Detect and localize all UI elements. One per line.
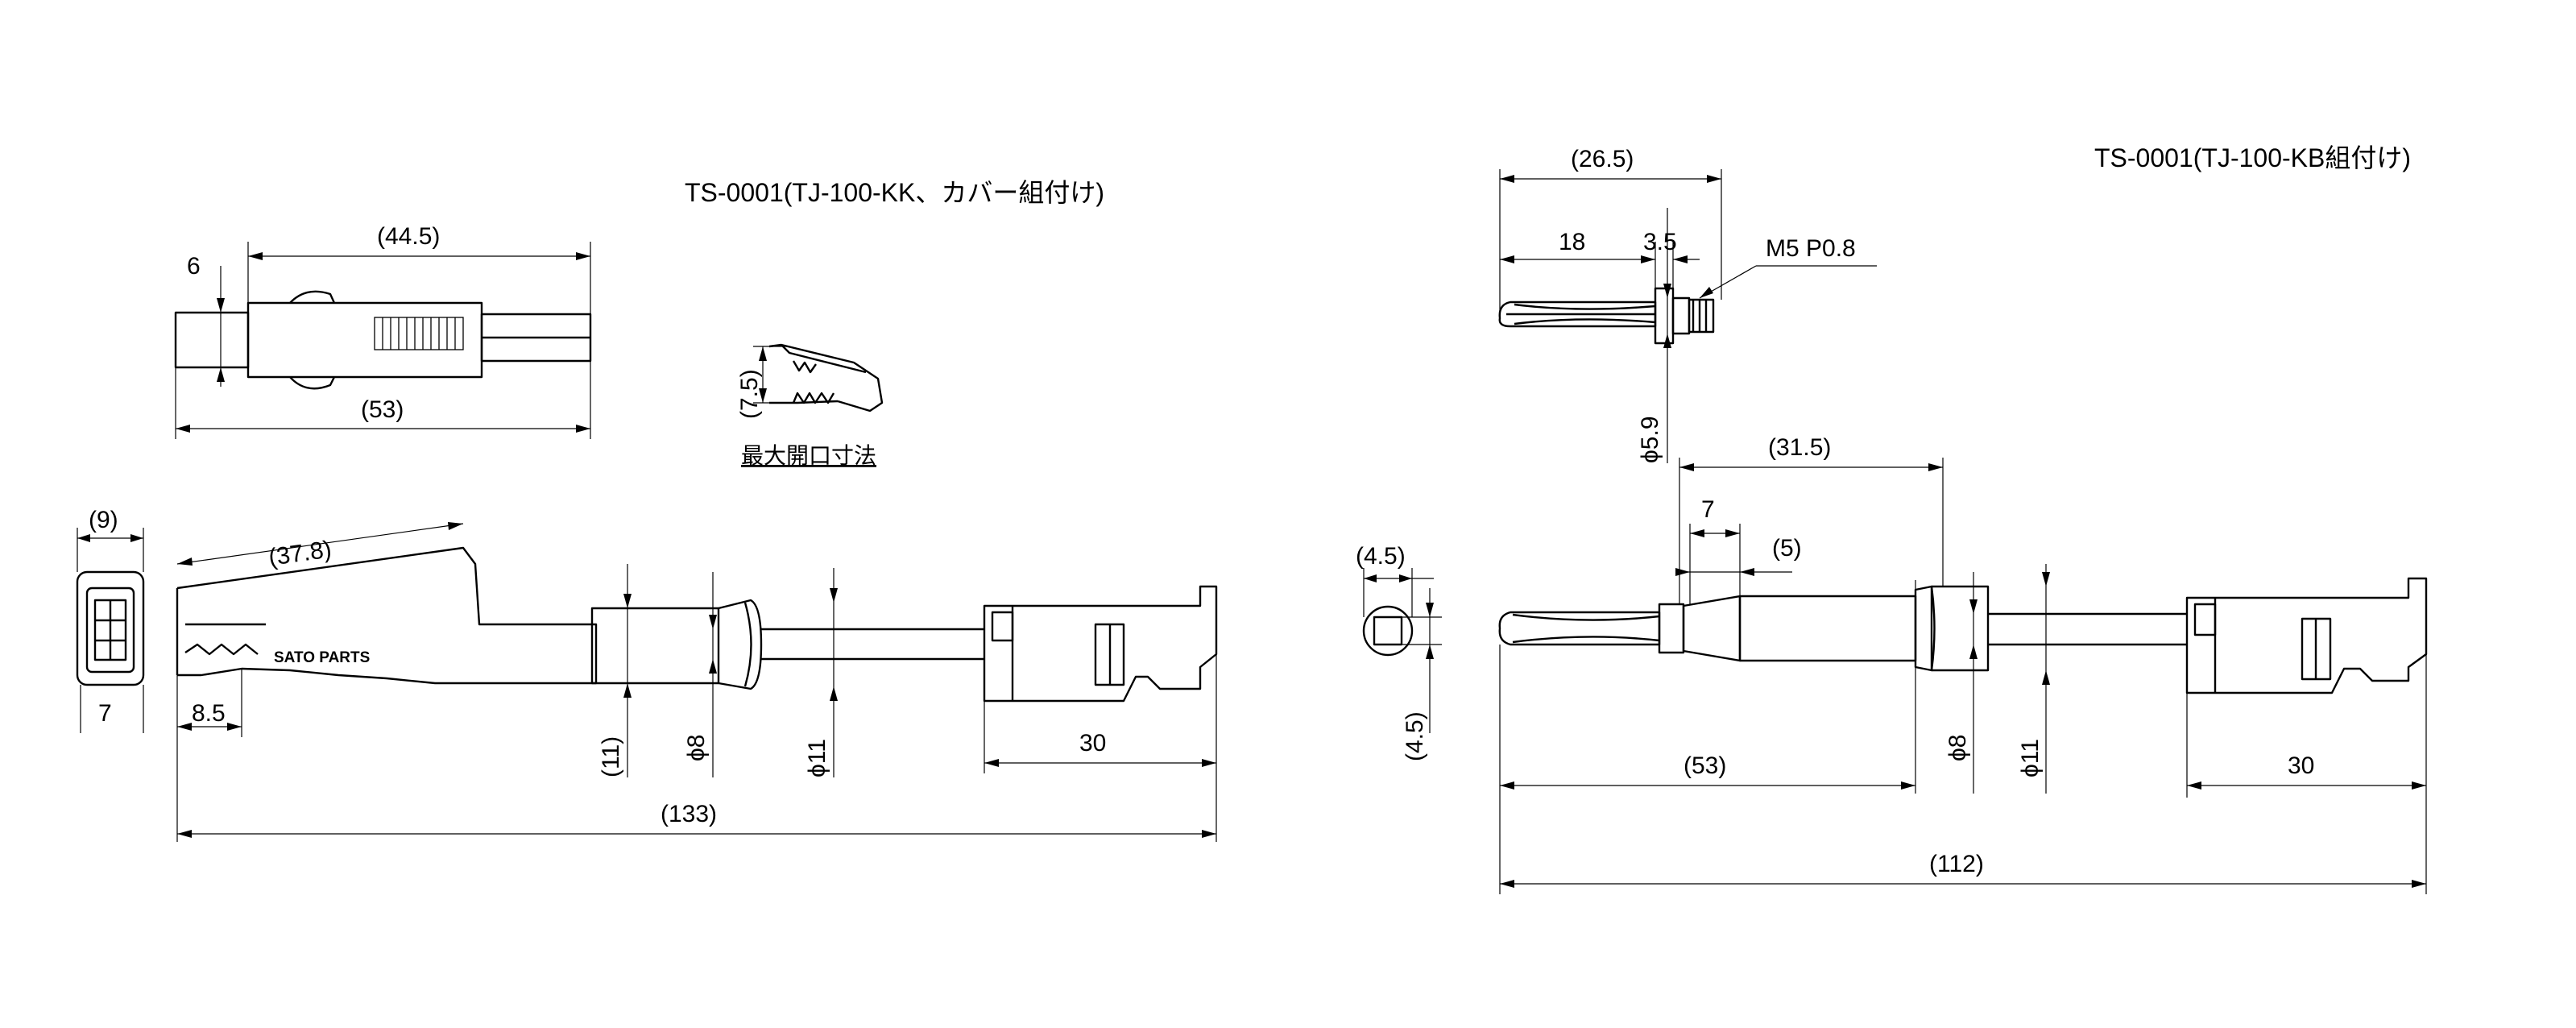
dim-collar-dia: ϕ5.9 — [1637, 416, 1663, 463]
dim-plug-end-height: (4.5) — [1402, 711, 1428, 761]
dim-boot-dia-right: ϕ11 — [2017, 739, 2044, 777]
jaw-opening-detail — [768, 343, 884, 412]
dim-overall-right: (112) — [1929, 851, 1984, 877]
title-left: TS-0001(TJ-100-KK、カバー組付け) — [685, 178, 1104, 207]
dim-cover-dia: (11) — [598, 736, 624, 777]
dim-end-height: 7 — [98, 700, 112, 727]
thread-note: M5 P0.8 — [1766, 235, 1856, 262]
banana-side-view — [1498, 577, 2428, 694]
dim-clip-length: (37.8) — [267, 536, 333, 571]
dim-cable-dia-right: ϕ8 — [1944, 735, 1971, 762]
dim-body-length: (31.5) — [1768, 434, 1831, 461]
clip-end-view — [76, 570, 145, 686]
clip-grip-pattern — [374, 317, 464, 350]
banana-plug-detail — [1498, 287, 1715, 345]
brand-label: SATO PARTS — [274, 649, 370, 666]
dim-plug-length: 30 — [1079, 730, 1106, 756]
dim-jaw-offset: 8.5 — [192, 700, 226, 727]
title-right: TS-0001(TJ-100-KB組付け) — [2094, 143, 2411, 172]
clip-side-view — [176, 546, 1218, 703]
dim-top-thickness: 6 — [187, 253, 201, 280]
dim-opening: (7.5) — [736, 369, 763, 419]
dim-cable-dia: ϕ8 — [683, 735, 710, 762]
dim-plug-length-right: 30 — [2288, 752, 2314, 779]
dim-boot-dia: ϕ11 — [804, 739, 830, 777]
dim-top-length: (44.5) — [377, 223, 440, 250]
dim-collar-width: 3.5 — [1643, 229, 1677, 255]
dim-step-length: 7 — [1701, 496, 1715, 523]
dim-overall-left: (133) — [661, 801, 717, 827]
dim-pin-length: 18 — [1559, 229, 1585, 255]
dim-end-width: (9) — [89, 507, 118, 533]
dim-step-offset: (5) — [1772, 535, 1802, 562]
max-opening-label: 最大開口寸法 — [741, 443, 876, 468]
plug-end-view — [1362, 605, 1414, 657]
dim-pin-to-boot: (53) — [1684, 752, 1726, 779]
dims-side-right — [1499, 458, 2427, 894]
dims-top-view — [175, 242, 591, 439]
dim-top-overall: (53) — [361, 396, 404, 423]
dim-plug-end-width: (4.5) — [1356, 543, 1406, 570]
dim-banana-length: (26.5) — [1571, 146, 1634, 172]
